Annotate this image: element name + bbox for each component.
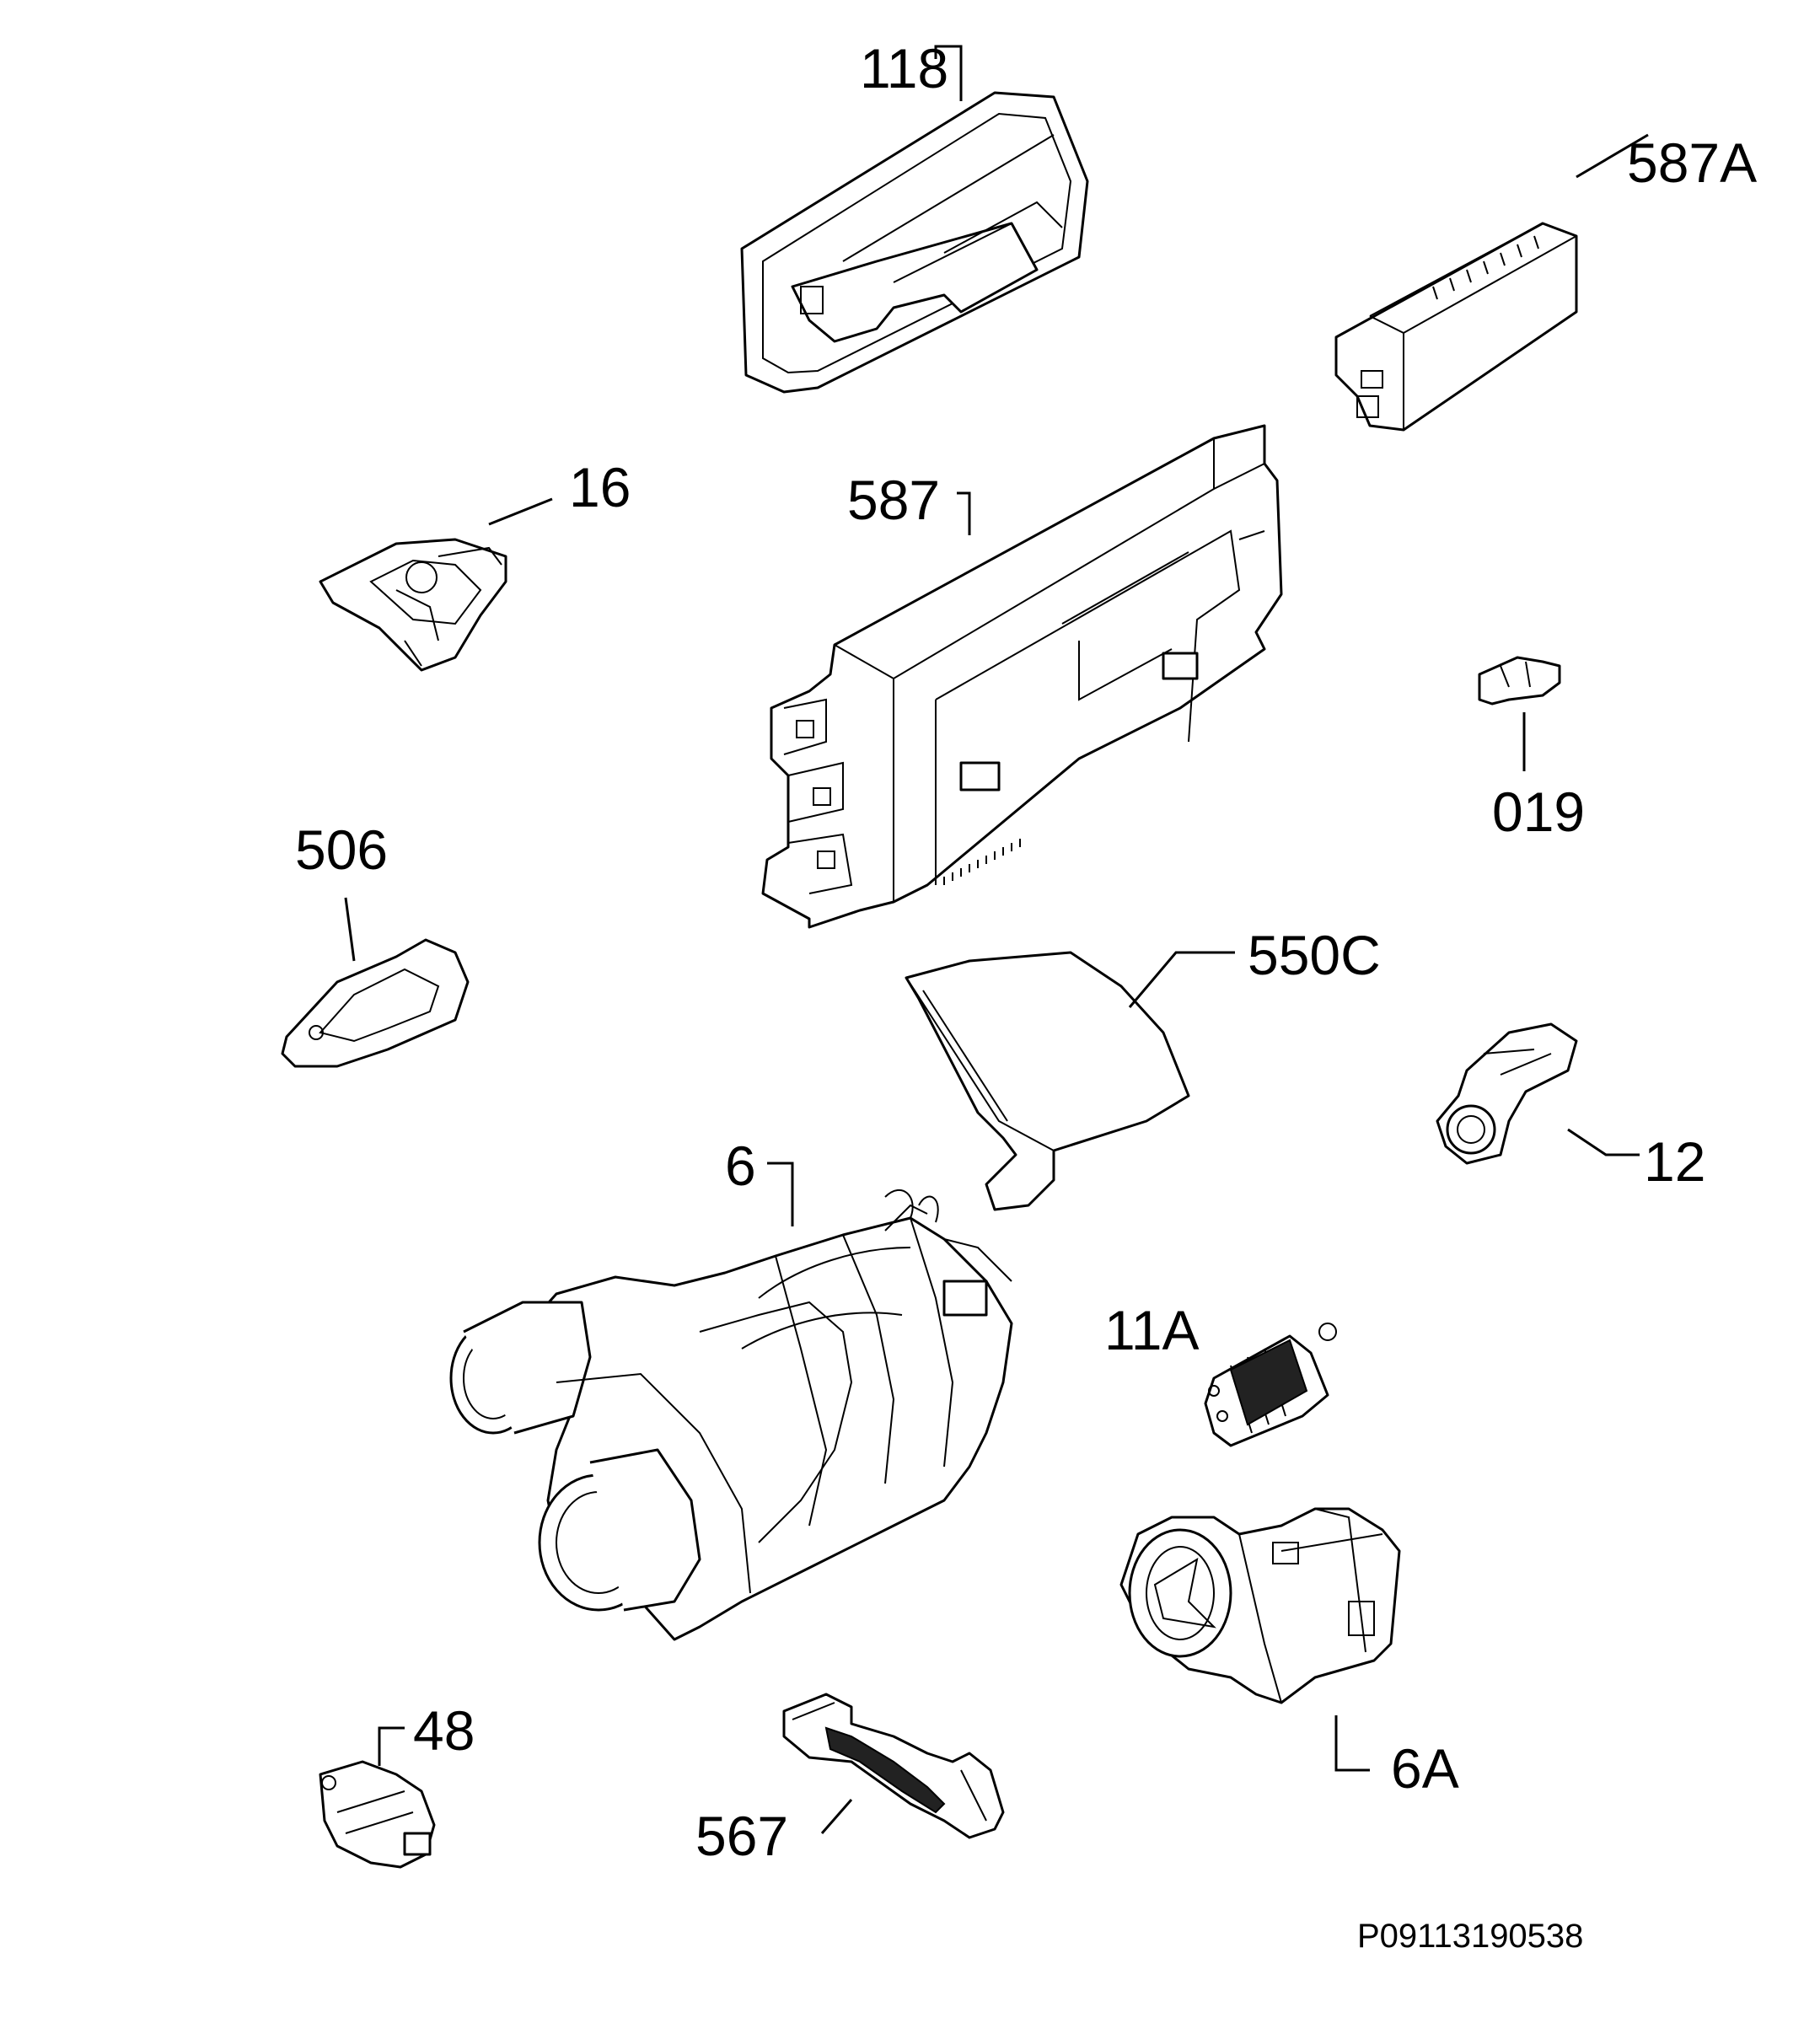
callout-587a: 587A bbox=[1627, 131, 1758, 194]
part-16-door-lock bbox=[319, 497, 553, 672]
part-019-sensor bbox=[1478, 656, 1561, 771]
reference-code: P09113190538 bbox=[1357, 1918, 1584, 1955]
part-6-circulation-pump bbox=[449, 1162, 1013, 1641]
part-11a-capacitor bbox=[1204, 1323, 1337, 1447]
part-6a-drain-pump bbox=[1119, 1507, 1401, 1772]
callout-6: 6 bbox=[725, 1135, 756, 1197]
part-506 bbox=[281, 897, 470, 1068]
part-567-hose-holder bbox=[782, 1693, 1005, 1839]
callout-6a: 6A bbox=[1391, 1737, 1459, 1800]
callout-118: 118 bbox=[860, 37, 949, 99]
part-550c-deflector bbox=[905, 951, 1235, 1211]
callout-550c: 550C bbox=[1248, 924, 1381, 986]
callout-48: 48 bbox=[413, 1699, 475, 1762]
callout-587: 587 bbox=[847, 469, 941, 531]
callout-019: 019 bbox=[1492, 781, 1586, 843]
callout-16: 16 bbox=[569, 456, 631, 518]
part-118-dispenser bbox=[740, 45, 1089, 394]
callout-567: 567 bbox=[695, 1805, 789, 1867]
callout-11a: 11A bbox=[1104, 1299, 1200, 1361]
part-587-control-unit bbox=[761, 424, 1283, 929]
part-587a-module bbox=[1334, 133, 1649, 432]
part-12-pressure-sensor bbox=[1436, 1022, 1640, 1165]
callout-12: 12 bbox=[1644, 1130, 1706, 1193]
callout-506: 506 bbox=[295, 818, 389, 881]
part-48-sensor bbox=[319, 1726, 436, 1869]
